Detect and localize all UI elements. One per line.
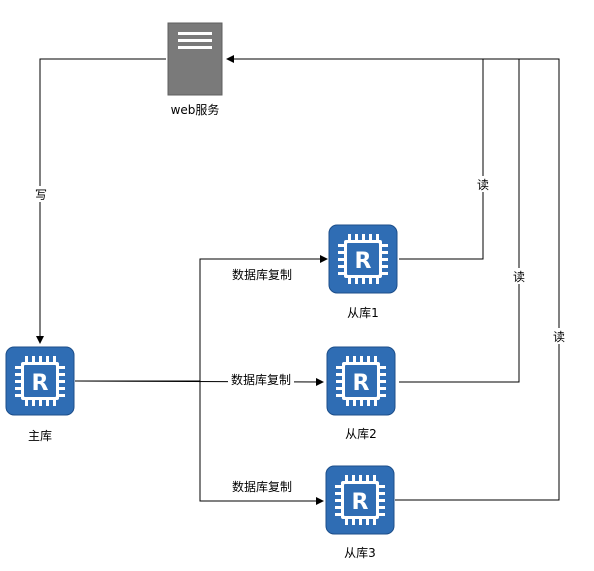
- replication-edge-3: [199, 381, 324, 505]
- write-edge: [36, 58, 166, 344]
- chip-letter: R: [352, 490, 369, 515]
- redis-chip-icon: R: [5, 346, 75, 416]
- slave-db-node-2[interactable]: R 从库2: [326, 346, 396, 441]
- master-db-label: 主库: [28, 428, 52, 443]
- read-edge-1: [226, 55, 484, 260]
- chip-letter: R: [353, 371, 370, 396]
- read-label-1: 读: [477, 178, 489, 192]
- replication-label-3: 数据库复制: [232, 479, 292, 494]
- slave-db-label-1: 从库1: [347, 305, 379, 320]
- redis-chip-icon: R: [326, 346, 396, 416]
- slave-db-label-2: 从库2: [345, 426, 377, 441]
- slave-db-node-3[interactable]: R 从库3: [325, 465, 395, 560]
- read-edge-2: [399, 59, 520, 383]
- read-edge-3: [395, 58, 560, 501]
- write-label: 写: [35, 188, 47, 202]
- replication-label-1: 数据库复制: [232, 267, 292, 282]
- read-label-2: 读: [513, 270, 525, 284]
- web-service-node[interactable]: web服务: [167, 22, 223, 117]
- slave-db-node-1[interactable]: R 从库1: [328, 224, 398, 320]
- read-label-3: 读: [553, 330, 565, 344]
- redis-chip-icon: R: [328, 224, 398, 294]
- replication-label-2: 数据库复制: [231, 372, 291, 387]
- master-db-node[interactable]: R 主库: [5, 346, 75, 443]
- slave-db-label-3: 从库3: [344, 545, 376, 560]
- web-service-label: web服务: [171, 102, 220, 117]
- chip-letter: R: [32, 371, 49, 396]
- redis-chip-icon: R: [325, 465, 395, 535]
- server-icon: [167, 22, 223, 96]
- chip-letter: R: [355, 249, 372, 274]
